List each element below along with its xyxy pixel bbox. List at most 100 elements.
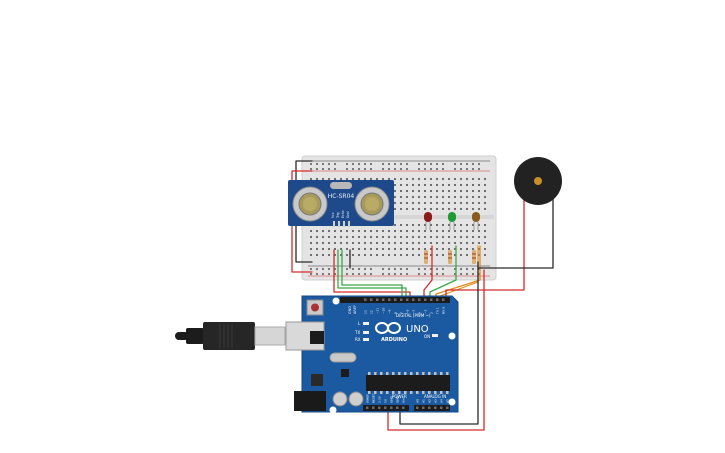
breadboard-hole[interactable] [406,273,408,275]
breadboard-hole[interactable] [418,190,420,192]
breadboard-hole[interactable] [478,190,480,192]
breadboard-hole[interactable] [370,168,372,170]
digital-pin-socket[interactable] [442,298,445,302]
breadboard-hole[interactable] [346,163,348,165]
breadboard-hole[interactable] [412,184,414,186]
breadboard-hole[interactable] [484,254,486,256]
breadboard-hole[interactable] [418,236,420,238]
breadboard-hole[interactable] [340,254,342,256]
breadboard-hole[interactable] [394,202,396,204]
breadboard-hole[interactable] [478,248,480,250]
breadboard-hole[interactable] [394,236,396,238]
breadboard-hole[interactable] [334,254,336,256]
breadboard-hole[interactable] [442,208,444,210]
breadboard-hole[interactable] [382,242,384,244]
analog-header[interactable] [414,405,450,411]
breadboard-hole[interactable] [442,168,444,170]
breadboard-hole[interactable] [436,242,438,244]
digital-pin-socket[interactable] [388,298,391,302]
breadboard-hole[interactable] [436,236,438,238]
breadboard-hole[interactable] [394,168,396,170]
breadboard-hole[interactable] [394,163,396,165]
breadboard-hole[interactable] [370,254,372,256]
breadboard-hole[interactable] [376,254,378,256]
breadboard-hole[interactable] [442,202,444,204]
breadboard-hole[interactable] [346,268,348,270]
breadboard-hole[interactable] [466,242,468,244]
breadboard-hole[interactable] [472,236,474,238]
breadboard-hole[interactable] [424,224,426,226]
breadboard-hole[interactable] [352,168,354,170]
breadboard-hole[interactable] [352,254,354,256]
breadboard-hole[interactable] [394,224,396,226]
breadboard-hole[interactable] [400,163,402,165]
breadboard-hole[interactable] [472,268,474,270]
breadboard-hole[interactable] [316,178,318,180]
breadboard-hole[interactable] [454,248,456,250]
breadboard-hole[interactable] [460,208,462,210]
breadboard-hole[interactable] [400,273,402,275]
breadboard-hole[interactable] [370,242,372,244]
breadboard-hole[interactable] [400,242,402,244]
breadboard-hole[interactable] [460,178,462,180]
breadboard-hole[interactable] [430,168,432,170]
breadboard-hole[interactable] [442,230,444,232]
breadboard-hole[interactable] [436,196,438,198]
breadboard-hole[interactable] [310,168,312,170]
breadboard-hole[interactable] [412,208,414,210]
breadboard-hole[interactable] [412,202,414,204]
ultrasonic-sensor[interactable]: HC-SR04 Vcc Trig Echo Gnd [288,180,394,227]
breadboard-hole[interactable] [316,242,318,244]
breadboard-hole[interactable] [316,236,318,238]
breadboard-hole[interactable] [472,230,474,232]
breadboard-hole[interactable] [388,163,390,165]
breadboard-hole[interactable] [364,178,366,180]
breadboard-hole[interactable] [454,236,456,238]
breadboard-hole[interactable] [394,248,396,250]
breadboard-hole[interactable] [454,190,456,192]
breadboard-hole[interactable] [388,268,390,270]
breadboard-hole[interactable] [310,248,312,250]
breadboard-hole[interactable] [352,178,354,180]
breadboard-hole[interactable] [448,242,450,244]
breadboard-hole[interactable] [370,236,372,238]
analog-pin-socket[interactable] [446,406,449,410]
breadboard-hole[interactable] [340,242,342,244]
breadboard-hole[interactable] [430,163,432,165]
wire-arduino-gnd[interactable] [399,261,479,425]
breadboard-hole[interactable] [316,163,318,165]
digital-pin-socket[interactable] [364,298,367,302]
breadboard-hole[interactable] [430,208,432,210]
breadboard-hole[interactable] [322,242,324,244]
breadboard-hole[interactable] [358,236,360,238]
breadboard-hole[interactable] [484,196,486,198]
breadboard-hole[interactable] [442,184,444,186]
breadboard-hole[interactable] [478,202,480,204]
breadboard-hole[interactable] [352,268,354,270]
digital-pin-socket[interactable] [394,298,397,302]
breadboard-hole[interactable] [418,163,420,165]
breadboard-hole[interactable] [430,230,432,232]
breadboard-hole[interactable] [448,208,450,210]
breadboard-hole[interactable] [466,184,468,186]
breadboard-hole[interactable] [478,230,480,232]
breadboard-hole[interactable] [406,224,408,226]
breadboard-hole[interactable] [478,273,480,275]
breadboard-hole[interactable] [334,268,336,270]
breadboard-hole[interactable] [400,202,402,204]
breadboard-hole[interactable] [328,268,330,270]
breadboard-hole[interactable] [328,248,330,250]
breadboard-hole[interactable] [430,268,432,270]
breadboard-hole[interactable] [412,178,414,180]
breadboard-hole[interactable] [316,273,318,275]
breadboard-hole[interactable] [334,178,336,180]
breadboard-hole[interactable] [400,178,402,180]
breadboard-hole[interactable] [412,254,414,256]
breadboard-hole[interactable] [460,268,462,270]
digital-pin-socket[interactable] [370,298,373,302]
breadboard-hole[interactable] [466,168,468,170]
breadboard-hole[interactable] [454,202,456,204]
breadboard-hole[interactable] [400,196,402,198]
breadboard-hole[interactable] [484,208,486,210]
breadboard-hole[interactable] [364,168,366,170]
